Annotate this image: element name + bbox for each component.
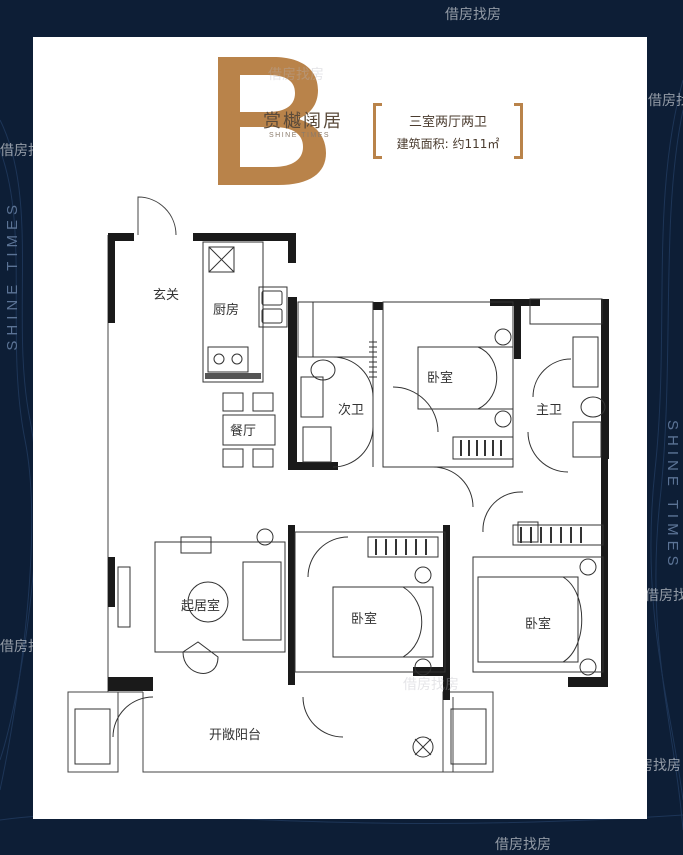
project-name-en: SHINE TIMES: [269, 132, 331, 139]
watermark-top: 借房找房: [445, 7, 501, 23]
room-label-balcony: 开敞阳台: [209, 728, 262, 743]
room-label-second-bath: 次卫: [338, 403, 365, 418]
watermark-card-top: 借房找房: [268, 67, 324, 83]
watermark-bottom: 借房找房: [495, 837, 551, 853]
unit-layout: 三室两厅两卫: [408, 115, 487, 130]
room-label-kitchen: 厨房: [213, 303, 240, 318]
room-label-bedroom-middle: 卧室: [351, 612, 378, 627]
room-label-living: 起居室: [181, 599, 221, 614]
project-name-cn: 赏樾阔居: [263, 111, 343, 132]
room-label-master-bath: 主卫: [536, 403, 563, 418]
watermark-right-bottom: 借房找房: [645, 588, 683, 604]
watermark-card-bottom: 借房找房: [403, 677, 459, 693]
bracket-left: [373, 103, 382, 159]
room-label-bedroom-north: 卧室: [427, 371, 454, 386]
bracket-right: [514, 103, 523, 159]
side-brand-text-right: SHINE TIMES: [664, 420, 681, 571]
floorplan-card: 赏樾阔居 SHINE TIMES 三室两厅两卫 建筑面积: 约111㎡: [33, 37, 647, 819]
unit-area: 建筑面积: 约111㎡: [396, 137, 500, 151]
watermark-right-top: 借房找房: [648, 93, 683, 109]
room-label-bedroom-master: 卧室: [525, 617, 552, 632]
room-label-entrance: 玄关: [153, 288, 180, 303]
floor-plan: [67, 196, 609, 773]
side-brand-text-left: SHINE TIMES: [4, 200, 21, 351]
room-label-dining: 餐厅: [230, 424, 257, 439]
unit-info-box: 三室两厅两卫 建筑面积: 约111㎡: [373, 103, 523, 159]
logo-letter-b: [218, 57, 326, 185]
